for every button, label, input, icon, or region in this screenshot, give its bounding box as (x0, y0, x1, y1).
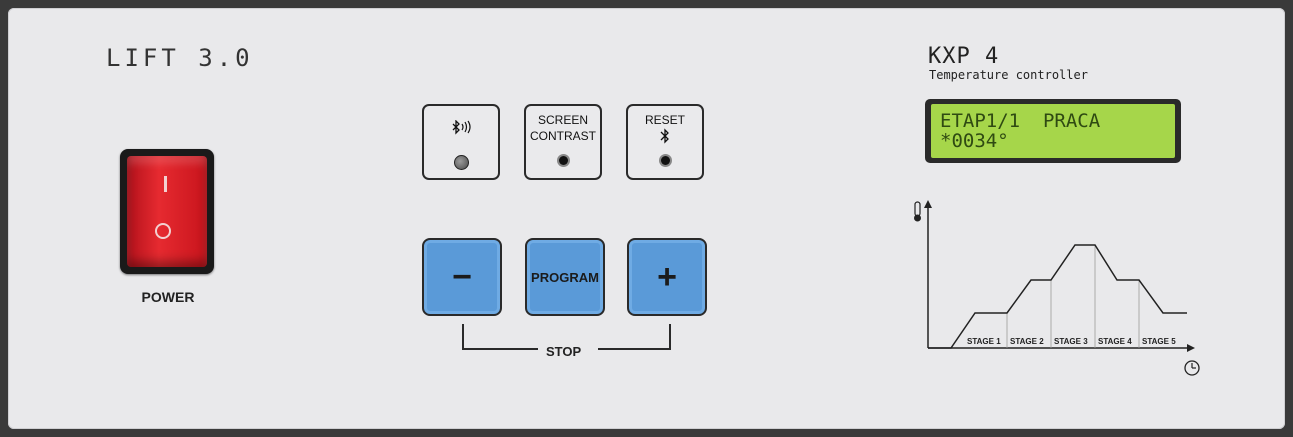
bluetooth-icon (628, 128, 702, 149)
reset-pinhole[interactable] (661, 156, 670, 165)
stage-5-label: STAGE 5 (1142, 337, 1176, 346)
lcd-display: ETAP1/1 PRACA*0034° (925, 99, 1181, 163)
program-label: PROGRAM (531, 269, 599, 285)
minus-icon: − (452, 258, 472, 296)
screen-contrast-label-line2: CONTRAST (530, 129, 596, 143)
stage-3-label: STAGE 3 (1054, 337, 1088, 346)
stage-4-label: STAGE 4 (1098, 337, 1132, 346)
stop-label: STOP (546, 344, 582, 359)
power-switch[interactable] (120, 149, 214, 274)
stop-bracket (462, 324, 671, 350)
lcd-line-2: *0034° (940, 130, 1009, 152)
clock-icon (1184, 360, 1200, 376)
plus-button[interactable]: + (627, 238, 707, 316)
minus-button[interactable]: − (422, 238, 502, 316)
reset-label: RESET (644, 113, 685, 127)
power-on-symbol-icon (164, 176, 167, 192)
lcd-line-1: ETAP1/1 PRACA (940, 110, 1101, 132)
brand-logo: LIFT 3.0 (106, 44, 254, 72)
model-name: KXP 4 (928, 44, 1000, 69)
model-subtitle: Temperature controller (929, 68, 1088, 82)
bluetooth-signal-button[interactable] (422, 104, 500, 180)
plus-icon: + (657, 258, 677, 296)
screen-contrast-label-line1: SCREEN (537, 113, 588, 127)
power-rocker[interactable] (127, 156, 207, 267)
power-label: POWER (141, 289, 195, 305)
contrast-adjust-hole[interactable] (559, 156, 568, 165)
thermometer-icon (914, 201, 921, 222)
bluetooth-signal-icon (424, 119, 498, 139)
screen-contrast-button[interactable]: SCREEN CONTRAST (524, 104, 602, 180)
control-panel: LIFT 3.0 KXP 4 Temperature controller PO… (8, 8, 1285, 429)
stage-1-label: STAGE 1 (967, 337, 1001, 346)
temperature-profile-line (928, 244, 1187, 349)
stage-2-label: STAGE 2 (1010, 337, 1044, 346)
status-led (454, 155, 469, 170)
reset-button[interactable]: RESET (626, 104, 704, 180)
program-button[interactable]: PROGRAM (525, 238, 605, 316)
power-off-symbol-icon (155, 223, 171, 239)
temperature-profile-diagram: STAGE 1 STAGE 2 STAGE 3 STAGE 4 STAGE 5 (914, 200, 1200, 376)
